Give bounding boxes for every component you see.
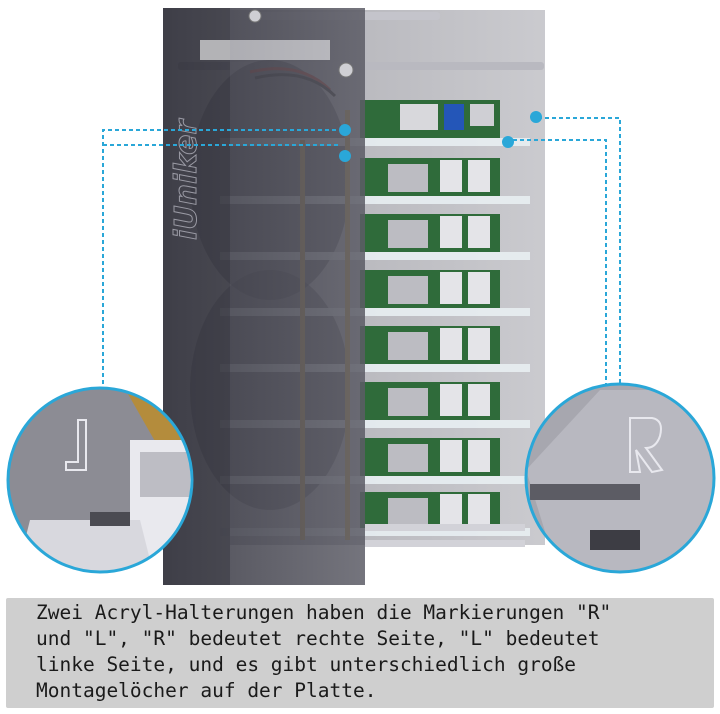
- screw-top: [248, 9, 262, 23]
- caption-text: Zwei Acryl-Halterungen haben die Markier…: [36, 601, 612, 702]
- brand-mark: iUniker: [169, 117, 204, 240]
- bottom-rod: [365, 524, 525, 531]
- callout-lines: [102, 117, 621, 398]
- zoom-right-R: [524, 382, 716, 574]
- front-acrylic-plate: [163, 8, 365, 585]
- zoom-left-L: [6, 386, 194, 574]
- R-engraving: [629, 417, 664, 474]
- caption-box: Zwei Acryl-Halterungen haben die Markier…: [6, 598, 714, 708]
- L-engraving: [65, 419, 87, 471]
- screw-mid: [338, 62, 354, 78]
- board-stack: [220, 100, 530, 536]
